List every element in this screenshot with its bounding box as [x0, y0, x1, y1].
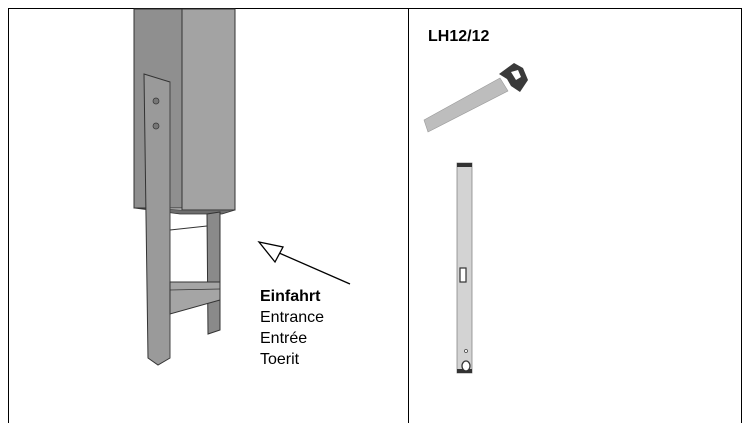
table-border-middle: [408, 8, 409, 423]
label-entrance: Entrance: [260, 309, 325, 326]
label-einfahrt: Einfahrt: [260, 288, 321, 305]
model-code: LH12/12: [428, 28, 490, 45]
label-toerit: Toerit: [260, 351, 300, 368]
table-border-left: [8, 8, 9, 423]
direction-labels: Einfahrt Entrance Entrée Toerit: [260, 286, 324, 370]
table-border-right: [741, 8, 742, 423]
label-entree: Entrée: [260, 330, 308, 347]
table-border-top: [8, 8, 742, 9]
